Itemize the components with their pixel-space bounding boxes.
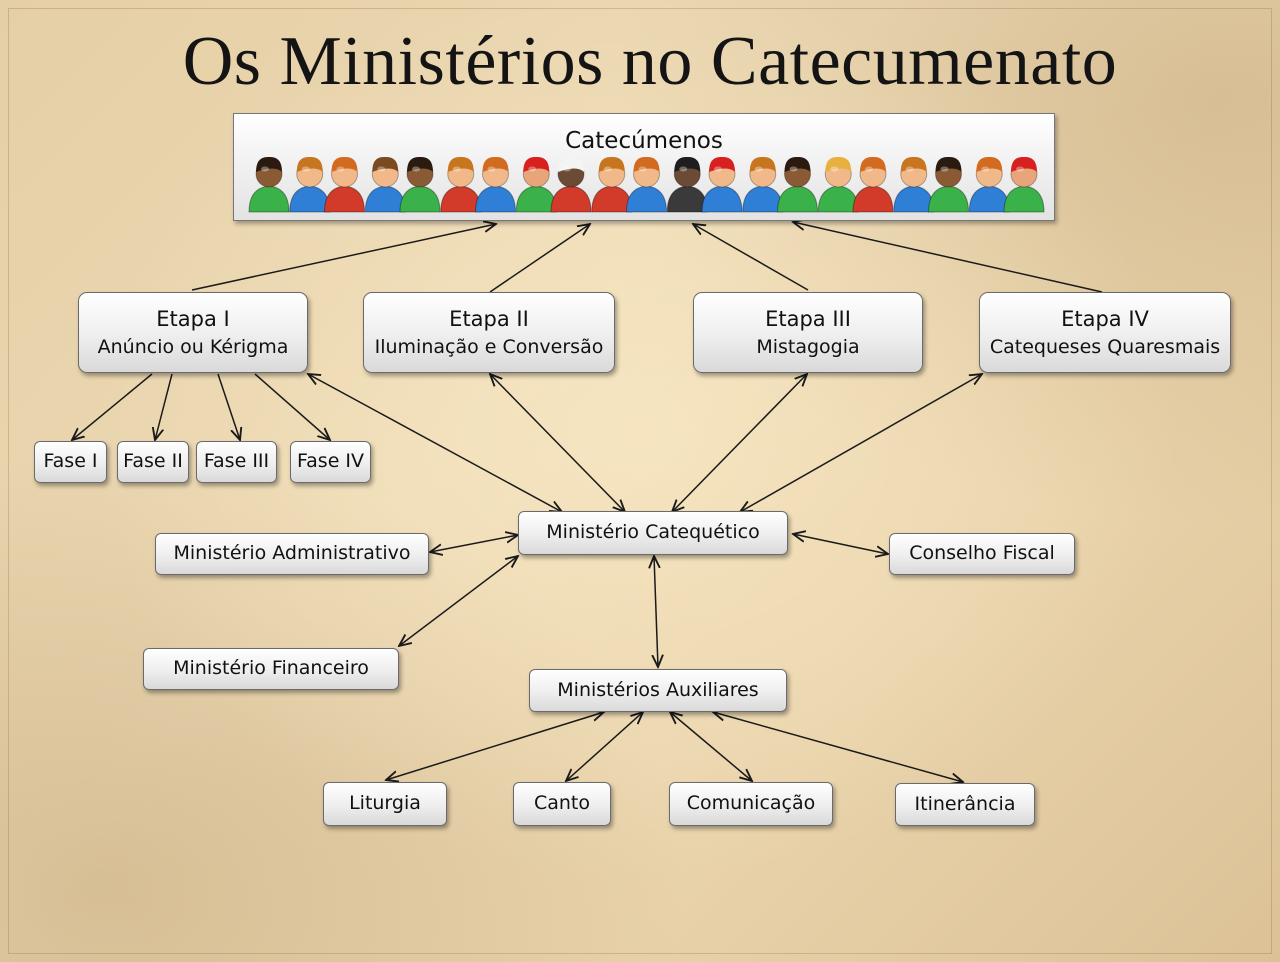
arrow-etapa2-catequetico — [490, 374, 625, 512]
person-icon — [666, 156, 708, 213]
liturgia-box: Liturgia — [323, 782, 447, 826]
etapa-2-title: Etapa II — [449, 306, 529, 331]
arrow-catequetico-auxiliares — [654, 556, 658, 667]
fase-1-box: Fase I — [34, 441, 107, 483]
arrow-etapa1-catecumenos — [191, 224, 496, 291]
people-icons-group — [248, 156, 1045, 213]
fase-2-label: Fase II — [123, 450, 183, 473]
ministerio-catequetico-box: Ministério Catequético — [518, 511, 788, 555]
conselho-fiscal-box: Conselho Fiscal — [889, 533, 1075, 575]
person-icon — [440, 156, 482, 213]
arrow-etapa3-catecumenos — [693, 224, 809, 291]
person-icon — [399, 156, 441, 213]
fase-4-label: Fase IV — [296, 450, 365, 473]
conselho-fiscal-label: Conselho Fiscal — [909, 542, 1055, 565]
etapa-3-title: Etapa III — [765, 306, 851, 331]
arrow-auxiliares-canto — [566, 712, 643, 781]
diagram-title: Os Ministérios no Catecumenato — [182, 23, 1118, 100]
person-icon — [289, 156, 331, 213]
arrow-etapa1-fase1 — [72, 373, 153, 440]
liturgia-label: Liturgia — [349, 792, 421, 815]
person-icon — [852, 156, 894, 213]
etapa-4-title: Etapa IV — [1061, 306, 1149, 331]
arrow-catequetico-conselho — [793, 534, 888, 554]
arrow-financeiro-catequetico — [399, 556, 518, 646]
comunicacao-box: Comunicação — [669, 782, 833, 826]
etapa-4-box: Etapa IV Catequeses Quaresmais — [979, 292, 1231, 373]
arrow-etapa1-fase4 — [254, 373, 330, 440]
ministerio-administrativo-label: Ministério Administrativo — [173, 542, 411, 565]
arrow-etapa4-catecumenos — [793, 222, 1103, 293]
etapa-1-title: Etapa I — [156, 306, 230, 331]
person-icon — [364, 156, 406, 213]
etapa-1-box: Etapa I Anúncio ou Kérigma — [78, 292, 308, 373]
person-icon — [474, 156, 517, 213]
arrow-etapa1-fase3 — [217, 373, 240, 440]
itinerancia-box: Itinerância — [895, 783, 1035, 826]
catecumenos-box: Catecúmenos — [233, 113, 1055, 221]
person-icon — [323, 156, 366, 213]
person-icon — [1003, 156, 1045, 213]
person-icon — [248, 156, 290, 213]
fase-3-label: Fase III — [203, 450, 270, 473]
etapa-1-subtitle: Anúncio ou Kérigma — [97, 335, 289, 358]
fase-1-label: Fase I — [43, 450, 98, 473]
itinerancia-label: Itinerância — [914, 792, 1016, 815]
fase-2-box: Fase II — [117, 441, 189, 483]
fase-4-box: Fase IV — [290, 441, 371, 483]
arrow-auxiliares-comunicacao — [670, 712, 752, 781]
ministerios-auxiliares-label: Ministérios Auxiliares — [557, 678, 759, 701]
arrow-auxiliares-itinerancia — [713, 712, 963, 782]
person-icon — [515, 156, 557, 213]
arrow-etapa1-fase2 — [155, 373, 173, 440]
catecumenos-label: Catecúmenos — [565, 128, 723, 154]
person-icon — [968, 156, 1010, 213]
etapa-4-subtitle: Catequeses Quaresmais — [989, 335, 1221, 358]
person-icon — [893, 156, 935, 213]
etapa-2-box: Etapa II Iluminação e Conversão — [363, 292, 615, 373]
arrow-etapa3-catequetico — [672, 374, 807, 512]
etapa-2-subtitle: Iluminação e Conversão — [374, 335, 604, 358]
arrow-auxiliares-liturgia — [386, 712, 604, 780]
etapa-3-box: Etapa III Mistagogia — [693, 292, 923, 373]
etapa-3-subtitle: Mistagogia — [756, 335, 860, 358]
person-icon — [591, 156, 633, 213]
ministerio-financeiro-label: Ministério Financeiro — [173, 657, 369, 680]
ministerio-financeiro-box: Ministério Financeiro — [143, 648, 399, 690]
canto-label: Canto — [533, 792, 591, 815]
arrow-etapa2-catecumenos — [489, 224, 590, 293]
person-icon — [701, 156, 743, 213]
canto-box: Canto — [513, 782, 611, 826]
comunicacao-label: Comunicação — [686, 792, 816, 815]
ministerios-auxiliares-box: Ministérios Auxiliares — [529, 669, 787, 712]
person-icon — [550, 156, 592, 213]
ministerio-catequetico-label: Ministério Catequético — [546, 521, 760, 544]
person-icon — [742, 156, 784, 213]
person-icon — [776, 156, 819, 213]
fase-3-box: Fase III — [196, 441, 277, 483]
arrow-etapa4-catequetico — [740, 374, 982, 512]
ministerio-administrativo-box: Ministério Administrativo — [155, 533, 429, 575]
arrow-administrativo-catequetico — [430, 535, 518, 552]
person-icon — [625, 156, 668, 213]
person-icon — [817, 156, 859, 213]
person-icon — [927, 156, 970, 213]
